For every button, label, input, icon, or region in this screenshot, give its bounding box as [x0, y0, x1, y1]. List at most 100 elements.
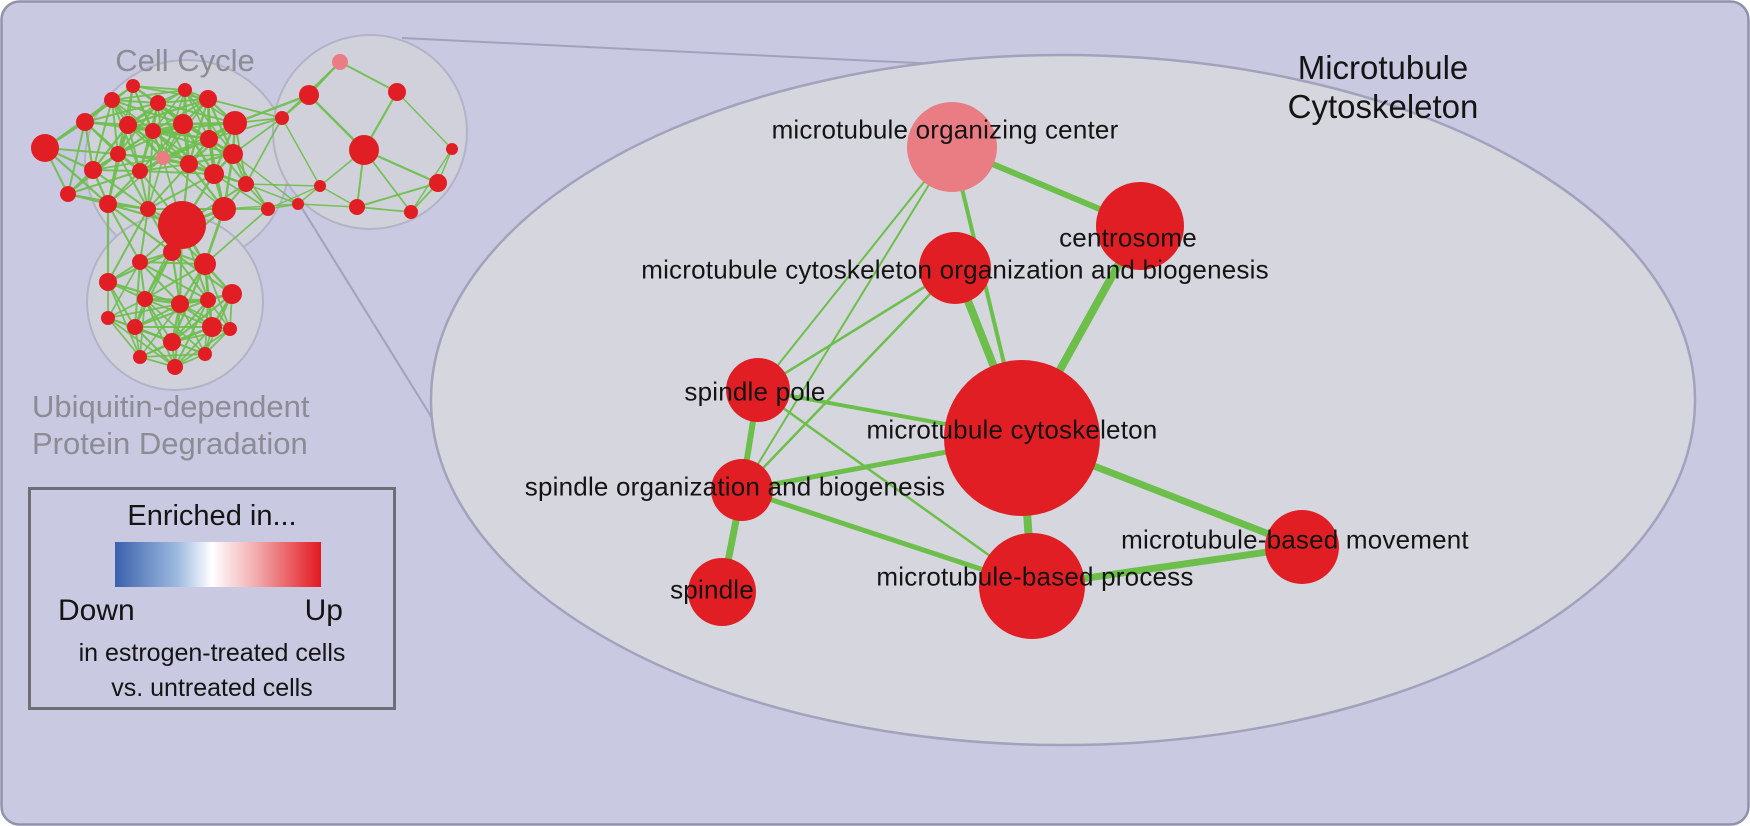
mini-edge: [187, 98, 210, 165]
legend-gradient-bar: [115, 542, 321, 587]
mini-node: [163, 333, 181, 351]
mini-node: [163, 243, 181, 261]
mini-node: [349, 199, 365, 215]
legend-caption-line2: vs. untreated cells: [111, 674, 313, 702]
mini-edge: [356, 206, 412, 213]
cluster-label-microtubule: Microtubule Cytoskeleton: [1288, 48, 1479, 126]
legend-caption: in estrogen-treated cells vs. untreated …: [31, 636, 393, 706]
mini-edge: [144, 298, 206, 355]
mini-edge: [84, 121, 154, 132]
mini-edge: [139, 261, 181, 305]
mini-edge: [44, 147, 109, 205]
mini-node: [133, 350, 147, 364]
mini-node: [158, 201, 206, 249]
mini-edge: [92, 124, 129, 171]
node-spindle_org: [711, 459, 773, 521]
mini-node: [238, 176, 254, 192]
mini-node: [101, 311, 115, 325]
mini-edge: [67, 121, 86, 195]
node-centrosome: [1096, 182, 1184, 270]
node-spindle: [688, 558, 756, 626]
mini-node: [31, 134, 59, 162]
mini-node: [127, 319, 143, 335]
cluster-label-microtubule-line1: Microtubule: [1297, 49, 1469, 86]
mini-edge: [139, 208, 149, 263]
mini-node: [140, 201, 156, 217]
mini-node: [429, 174, 447, 192]
mini-edge: [111, 99, 119, 155]
mini-edge: [117, 153, 149, 210]
mini-edge: [152, 130, 210, 140]
mini-node: [223, 144, 243, 164]
legend-down-label: Down: [58, 594, 135, 627]
mini-node: [199, 90, 217, 108]
mini-node: [104, 92, 120, 108]
mini-edge: [67, 170, 141, 195]
mini-node: [223, 111, 247, 135]
mini-node: [137, 291, 153, 307]
mini-node: [99, 273, 117, 291]
mini-edge: [139, 303, 181, 358]
node-spindle_pole: [726, 358, 790, 422]
node-mbp: [979, 533, 1085, 639]
mini-node: [388, 83, 406, 101]
mini-node: [76, 113, 94, 131]
mini-node: [314, 180, 326, 192]
mini-node: [446, 143, 458, 155]
mini-edge: [92, 169, 149, 210]
mini-edge: [92, 99, 113, 171]
mini-node: [204, 164, 224, 184]
mini-edge: [111, 89, 186, 101]
mini-edge: [147, 157, 164, 210]
edge-moc-spindle_pole: [757, 146, 953, 391]
legend-scale: Down Up: [58, 594, 343, 628]
node-mc: [944, 360, 1100, 516]
mini-node: [212, 197, 236, 221]
mini-edge: [107, 281, 141, 358]
mini-node: [198, 347, 212, 361]
legend-up-label: Up: [304, 594, 343, 627]
mini-edge: [234, 93, 310, 125]
edge-mcob-spindle_org: [741, 267, 956, 491]
mini-node: [222, 284, 242, 304]
mini-edge: [117, 123, 184, 155]
mini-edge: [245, 183, 299, 205]
mini-edge: [245, 117, 283, 185]
mini-node: [132, 163, 148, 179]
mini-edge: [107, 157, 164, 205]
mini-edge: [207, 98, 283, 119]
mini-node: [200, 292, 216, 308]
node-mbm: [1265, 510, 1339, 584]
mini-edge: [162, 153, 234, 159]
cluster-label-ubiquitin-line1: Ubiquitin-dependent: [32, 389, 310, 424]
mini-node: [84, 161, 102, 179]
mini-node: [332, 54, 348, 70]
mini-edge: [84, 102, 159, 123]
mini-edge: [232, 153, 299, 205]
mini-edge: [152, 130, 215, 175]
mini-edge: [144, 251, 173, 300]
mini-node: [60, 186, 76, 202]
mini-node: [200, 130, 218, 148]
mini-edge: [206, 98, 235, 155]
mini-node: [223, 322, 237, 336]
mini-node: [99, 195, 117, 213]
legend-box: Enriched in... Down Up in estrogen-treat…: [28, 487, 396, 710]
mini-node: [145, 123, 161, 139]
cluster-label-microtubule-line2: Cytoskeleton: [1287, 88, 1479, 125]
mini-edge: [245, 183, 321, 187]
edge-mcob-spindle_pole: [757, 266, 956, 392]
mini-edge: [297, 203, 358, 208]
mini-edge: [134, 299, 209, 328]
mini-edge: [356, 182, 439, 208]
mini-node: [194, 253, 216, 275]
mini-edge: [223, 203, 299, 210]
mini-edge: [111, 99, 154, 132]
mini-edge: [147, 163, 190, 210]
mini-node: [150, 95, 166, 111]
mini-node: [202, 317, 222, 337]
mini-edge: [281, 117, 321, 187]
mini-edge: [171, 251, 209, 301]
